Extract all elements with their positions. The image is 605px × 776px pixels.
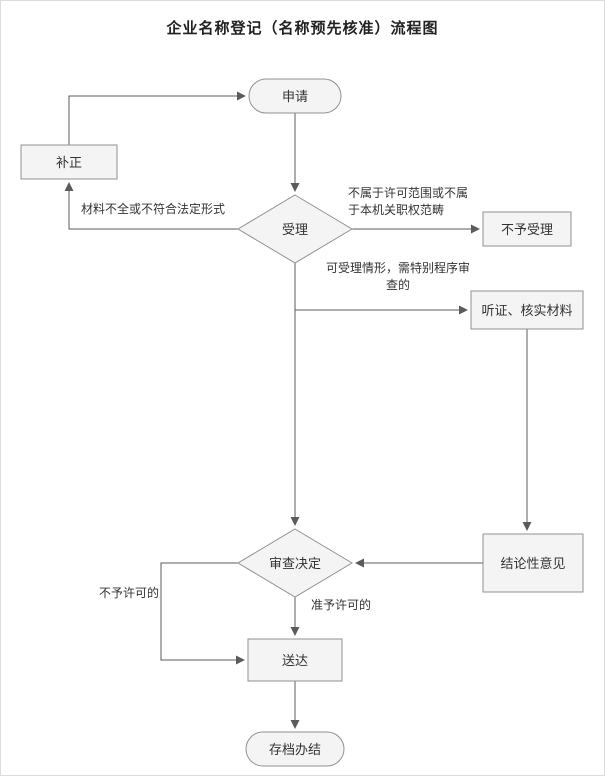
hearing-label: 听证、核实材料 <box>481 303 572 318</box>
edge-correction-to-apply <box>68 91 246 145</box>
edge-label-incomplete-materials: 材料不全或不符合法定形式 <box>81 201 225 216</box>
archive-label: 存档办结 <box>269 742 321 757</box>
decision-shape <box>237 528 353 598</box>
conclusion-shape <box>482 533 584 593</box>
node-apply: 申请 <box>248 78 342 114</box>
edge-label-special-review-line2: 查的 <box>386 277 410 292</box>
node-accept: 受理 <box>237 194 353 264</box>
node-correction: 补正 <box>20 144 118 180</box>
node-delivery: 送达 <box>247 638 343 682</box>
apply-label: 申请 <box>282 89 308 104</box>
hearing-shape <box>470 290 584 330</box>
node-reject: 不予受理 <box>482 211 572 247</box>
apply-shape <box>248 78 342 114</box>
page-title: 企业名称登记（名称预先核准）流程图 <box>166 20 439 37</box>
edge-label-special-review-line1: 可受理情形，需特别程序审 <box>326 260 470 275</box>
accept-label: 受理 <box>282 222 308 237</box>
edge-label-out-of-scope-line2: 于本机关职权范畴 <box>348 203 444 217</box>
conclusion-label: 结论性意见 <box>500 556 565 571</box>
decision-label: 审查决定 <box>269 556 321 571</box>
node-hearing: 听证、核实材料 <box>470 290 584 330</box>
edge-accept-to-correction <box>64 182 238 230</box>
edge-label-permitted: 准予许可的 <box>311 597 371 612</box>
node-archive: 存档办结 <box>245 731 345 767</box>
reject-label: 不予受理 <box>501 222 553 237</box>
correction-label: 补正 <box>56 155 82 170</box>
delivery-shape <box>247 638 343 682</box>
delivery-label: 送达 <box>282 653 308 668</box>
accept-shape <box>237 194 353 264</box>
reject-shape <box>482 211 572 247</box>
correction-shape <box>20 144 118 180</box>
edge-label-not-permitted: 不予许可的 <box>99 585 159 600</box>
node-decision: 审查决定 <box>237 528 353 598</box>
edge-label-out-of-scope-line1: 不属于许可范围或不属 <box>348 186 468 200</box>
edge-decision-to-delivery-denied <box>160 562 245 665</box>
node-conclusion: 结论性意见 <box>482 533 584 593</box>
archive-shape <box>245 731 345 767</box>
